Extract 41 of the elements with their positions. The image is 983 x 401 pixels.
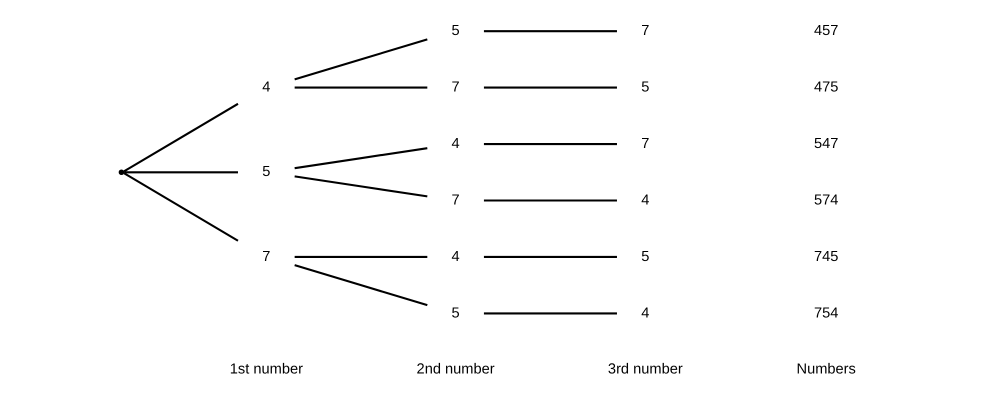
node-text: 7 <box>262 248 270 265</box>
node-text: 7 <box>641 136 650 152</box>
connector <box>294 38 428 80</box>
connector <box>124 102 239 172</box>
connector <box>484 256 617 258</box>
node-text: 5 <box>641 79 650 96</box>
label: 475 <box>814 79 838 96</box>
label: 547 <box>814 136 838 152</box>
node-point <box>118 170 124 176</box>
connector <box>294 264 428 306</box>
label: 1st number <box>230 362 303 378</box>
node-text: 4 <box>452 248 460 265</box>
node-text: 7 <box>452 192 460 208</box>
connector <box>484 312 617 314</box>
connector <box>484 86 617 89</box>
connector <box>484 199 617 202</box>
connector <box>294 86 428 89</box>
label: 574 <box>814 192 838 208</box>
connector <box>124 172 239 242</box>
node-text: 4 <box>641 305 650 322</box>
label: Numbers <box>796 362 856 378</box>
node-text: 4 <box>262 79 270 96</box>
connector <box>294 147 428 170</box>
connector <box>124 171 238 174</box>
connector <box>294 256 428 258</box>
label: 2nd number <box>416 362 495 378</box>
node-text: 4 <box>641 192 650 208</box>
node-text: 5 <box>452 305 460 322</box>
node-text: 7 <box>452 79 460 96</box>
node-text: 5 <box>452 23 460 40</box>
node-text: 7 <box>641 23 650 40</box>
label: 3rd number <box>608 362 683 378</box>
label: 754 <box>814 305 838 322</box>
label: 457 <box>814 23 838 40</box>
node-text: 5 <box>262 164 270 180</box>
connector <box>294 175 428 198</box>
label: 745 <box>814 248 838 265</box>
node-text: 5 <box>641 248 650 265</box>
node-text: 4 <box>452 136 460 152</box>
connector <box>484 30 617 32</box>
connector <box>484 143 617 146</box>
